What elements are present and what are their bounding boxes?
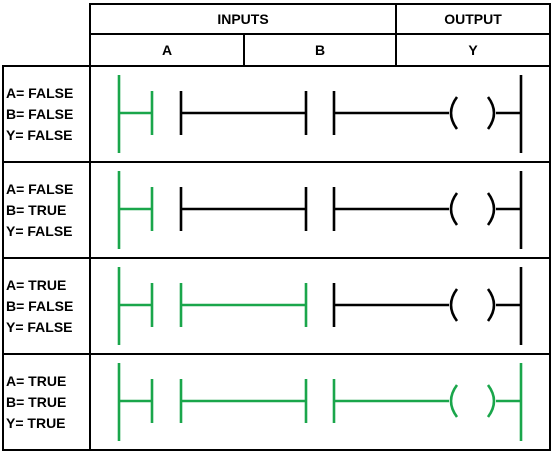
row-4-labels: A= TRUE B= TRUE Y= TRUE — [6, 371, 66, 434]
grid-right — [549, 3, 551, 451]
row-2-labels: A= FALSE B= TRUE Y= FALSE — [6, 179, 73, 242]
grid-inputs-output-divider — [395, 3, 397, 67]
grid-row3-bottom — [2, 353, 551, 355]
coil-y-left-arc — [449, 96, 459, 130]
row-4-label-b: B= TRUE — [6, 394, 67, 410]
row-4-label-y: Y= TRUE — [6, 415, 66, 431]
header-col-y: Y — [468, 42, 478, 58]
coil-y-right-arc — [486, 96, 496, 130]
row-3-label-a: A= TRUE — [6, 277, 67, 293]
coil-y-right-arc — [486, 384, 496, 418]
grid-ab-divider — [243, 33, 245, 67]
row-2-label-b: B= TRUE — [6, 202, 67, 218]
row-3-labels: A= TRUE B= FALSE Y= FALSE — [6, 275, 73, 338]
grid-top — [90, 3, 551, 5]
grid-row1-bottom — [2, 161, 551, 163]
ladder-rung-2 — [117, 171, 523, 249]
ladder-rung-4 — [117, 363, 523, 441]
header-col-b: B — [314, 42, 326, 58]
grid-header-bottom — [2, 65, 551, 67]
row-4-label-a: A= TRUE — [6, 373, 67, 389]
row-2-label-y: Y= FALSE — [6, 223, 73, 239]
header-col-a: A — [161, 42, 173, 58]
header-output: OUTPUT — [444, 11, 502, 27]
grid-label-divider — [89, 3, 91, 451]
grid-row2-bottom — [2, 257, 551, 259]
coil-y-right-arc — [486, 192, 496, 226]
coil-y-left-arc — [449, 192, 459, 226]
grid-bottom — [2, 449, 551, 451]
header-inputs: INPUTS — [217, 11, 269, 27]
row-1-labels: A= FALSE B= FALSE Y= FALSE — [6, 83, 73, 146]
row-2-label-a: A= FALSE — [6, 181, 74, 197]
row-1-label-b: B= FALSE — [6, 106, 74, 122]
coil-y-left-arc — [449, 384, 459, 418]
row-1-label-a: A= FALSE — [6, 85, 74, 101]
coil-y-right-arc — [486, 288, 496, 322]
ladder-rung-3 — [117, 267, 523, 345]
row-1-label-y: Y= FALSE — [6, 127, 73, 143]
coil-y-left-arc — [449, 288, 459, 322]
grid-left — [2, 65, 4, 451]
ladder-rung-1 — [117, 75, 523, 153]
row-3-label-y: Y= FALSE — [6, 319, 73, 335]
grid-header-divider — [90, 33, 551, 35]
row-3-label-b: B= FALSE — [6, 298, 74, 314]
